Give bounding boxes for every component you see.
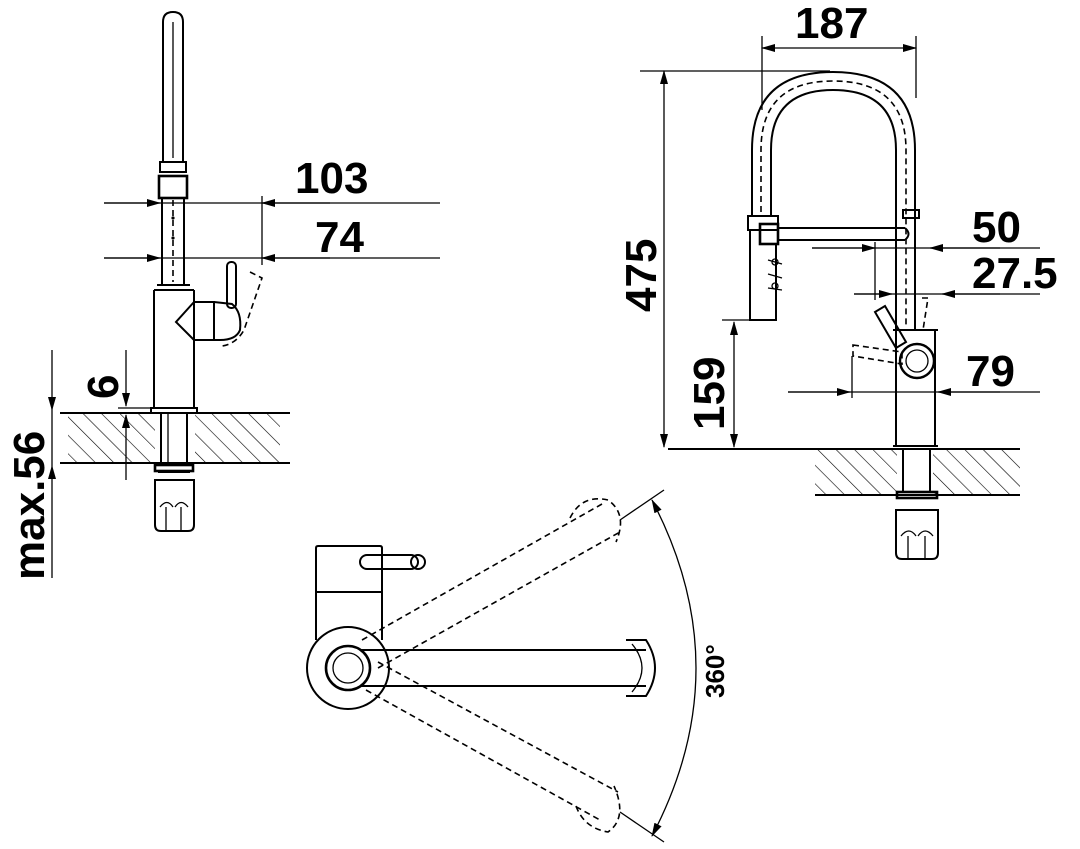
dim-6-label: 6	[79, 375, 128, 399]
dim-50-label: 50	[972, 203, 1021, 252]
side-dimensions	[48, 196, 440, 578]
dim-74-label: 74	[315, 213, 364, 262]
side-body	[150, 289, 198, 532]
front-view	[640, 36, 1040, 560]
top-spout-rotated-down	[365, 661, 621, 833]
countertop-section-left	[60, 412, 290, 464]
countertop-section-right	[668, 448, 1020, 496]
dim-360-label: 360°	[700, 644, 730, 698]
side-view	[48, 10, 440, 578]
rotation-dimension	[619, 489, 697, 843]
dim-max56-label: max.56	[5, 431, 54, 580]
front-spout	[747, 70, 920, 330]
front-shank	[895, 450, 939, 560]
top-spout-rotated-up	[361, 498, 622, 669]
dim-475-label: 475	[617, 239, 666, 312]
dim-79-label: 79	[966, 347, 1015, 396]
front-dimensions	[640, 36, 1040, 448]
side-spout	[157, 10, 190, 286]
dim-103-label: 103	[295, 154, 368, 203]
top-spout-center	[360, 639, 656, 697]
front-body	[852, 297, 938, 447]
dim-27-5-label: 27.5	[972, 249, 1058, 298]
side-lever	[174, 261, 263, 347]
dim-159-label: 159	[685, 357, 734, 430]
top-view	[306, 489, 697, 843]
dim-187-label: 187	[795, 0, 868, 48]
